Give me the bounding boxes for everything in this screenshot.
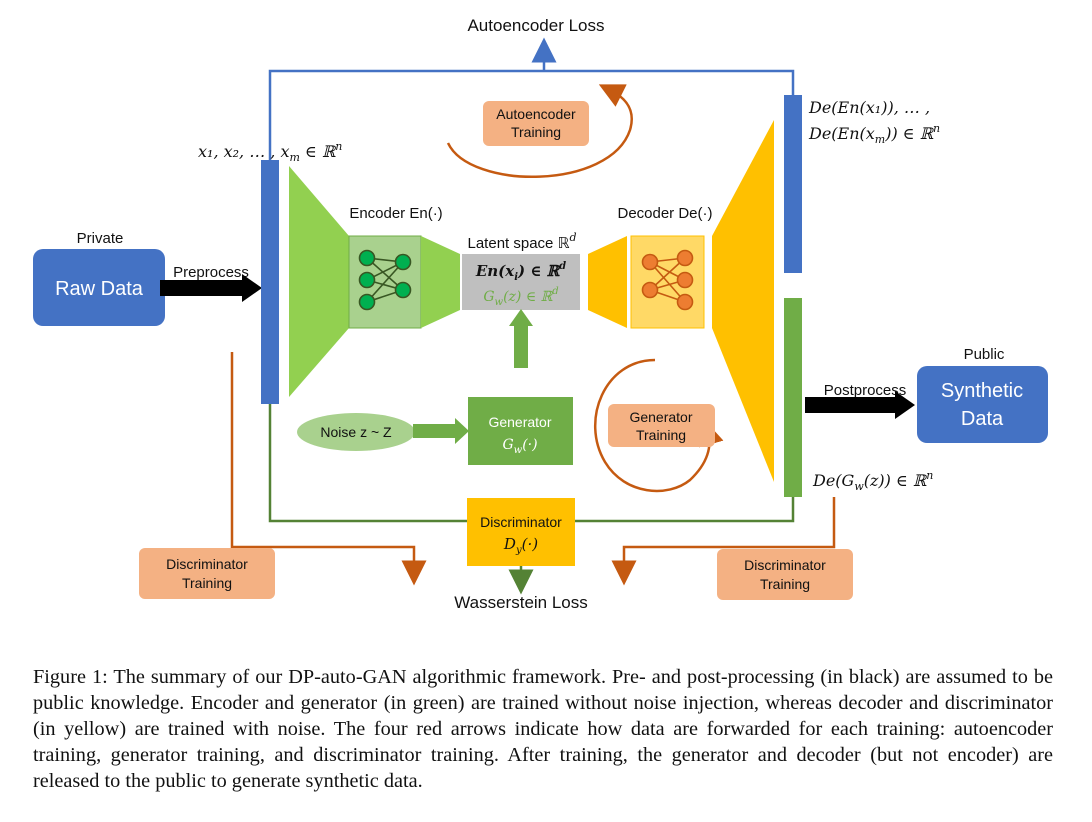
- public-label: Public: [964, 346, 1005, 363]
- latent-generated-label: Gw(z) ∈ ℝd: [483, 286, 558, 308]
- decoder-taper: [588, 236, 627, 328]
- generator-box: [468, 397, 573, 465]
- generator-label-1: Generator: [488, 414, 551, 430]
- encoder-taper: [421, 236, 460, 328]
- encoder-trapezoid: [289, 166, 349, 397]
- preprocess-label: Preprocess: [173, 264, 249, 281]
- private-label: Private: [77, 230, 124, 247]
- inputs-label: x₁, x₂, … , xm ∈ ℝn: [198, 140, 342, 164]
- discriminator-box: [467, 498, 575, 566]
- latent-space-label: Latent space ℝd: [468, 231, 577, 252]
- synthetic-data-label-1: Synthetic: [941, 380, 1023, 402]
- synthetic-data-label-2: Data: [961, 408, 1004, 430]
- decoder-trapezoid: [712, 120, 774, 482]
- encoder-network-icon: [358, 249, 412, 311]
- postprocess-arrow: [805, 391, 915, 419]
- generator-up-arrow-head: [509, 309, 533, 326]
- generator-training-label-1: Generator: [629, 409, 692, 425]
- autoencoder-loss-line: [268, 69, 795, 160]
- dp-auto-gan-diagram: Autoencoder Loss Private Raw Data Prepro…: [33, 16, 1048, 612]
- autoencoder-training-label-2: Training: [511, 124, 561, 140]
- decoder-network-icon: [641, 249, 694, 311]
- noise-arrow: [413, 418, 469, 444]
- autoencoder-training-box: [483, 101, 589, 146]
- raw-data-box: [33, 249, 165, 326]
- discriminator-training-left-label-1: Discriminator: [166, 556, 248, 572]
- preprocess-arrow: [160, 274, 262, 302]
- latent-space-box: [462, 254, 580, 310]
- noise-label: Noise z ~ Z: [320, 424, 392, 440]
- autoencoder-training-label-1: Autoencoder: [496, 106, 576, 122]
- noise-ellipse: [297, 413, 415, 451]
- encoder-label: Encoder En(·): [349, 205, 442, 222]
- discriminator-training-right-label-1: Discriminator: [744, 557, 826, 573]
- decoder-label: Decoder De(·): [617, 205, 712, 222]
- discriminator-label-2: Dy(·): [503, 535, 538, 556]
- latent-encoded-label: En(xi) ∈ ℝd: [475, 261, 566, 283]
- generator-training-cycle-arrow: [594, 358, 724, 493]
- discriminator-label-1: Discriminator: [480, 514, 562, 530]
- generator-up-arrow-shaft: [514, 325, 528, 368]
- synthetic-data-box: [917, 366, 1048, 443]
- input-data-bar: [261, 160, 279, 404]
- decoded-output-bar: [784, 95, 802, 273]
- discriminator-training-right-label-2: Training: [760, 576, 810, 592]
- raw-data-label: Raw Data: [55, 278, 144, 300]
- discriminator-training-left-label-2: Training: [182, 575, 232, 591]
- generator-label-2: Gw(·): [502, 437, 537, 456]
- autoencoder-loss-label: Autoencoder Loss: [467, 16, 604, 35]
- generator-training-box: [608, 404, 715, 447]
- decoded-output-label-1: De(En(x₁)), … ,: [808, 98, 930, 117]
- postprocess-label: Postprocess: [824, 382, 907, 399]
- figure-caption: Figure 1: The summary of our DP-auto-GAN…: [33, 666, 1053, 792]
- discriminator-training-right-box: [717, 549, 853, 600]
- discriminator-training-left-arrow: [230, 352, 427, 586]
- autoencoder-training-cycle-arrow: [446, 84, 633, 178]
- wasserstein-loss-label: Wasserstein Loss: [454, 593, 588, 612]
- generated-output-bar: [784, 298, 802, 497]
- generator-training-label-2: Training: [636, 427, 686, 443]
- discriminator-training-right-arrow: [611, 497, 836, 586]
- discriminator-training-left-box: [139, 548, 275, 599]
- decoded-output-label-2: De(En(xm)) ∈ ℝn: [808, 122, 940, 146]
- generated-output-label: De(Gw(z)) ∈ ℝn: [812, 469, 933, 493]
